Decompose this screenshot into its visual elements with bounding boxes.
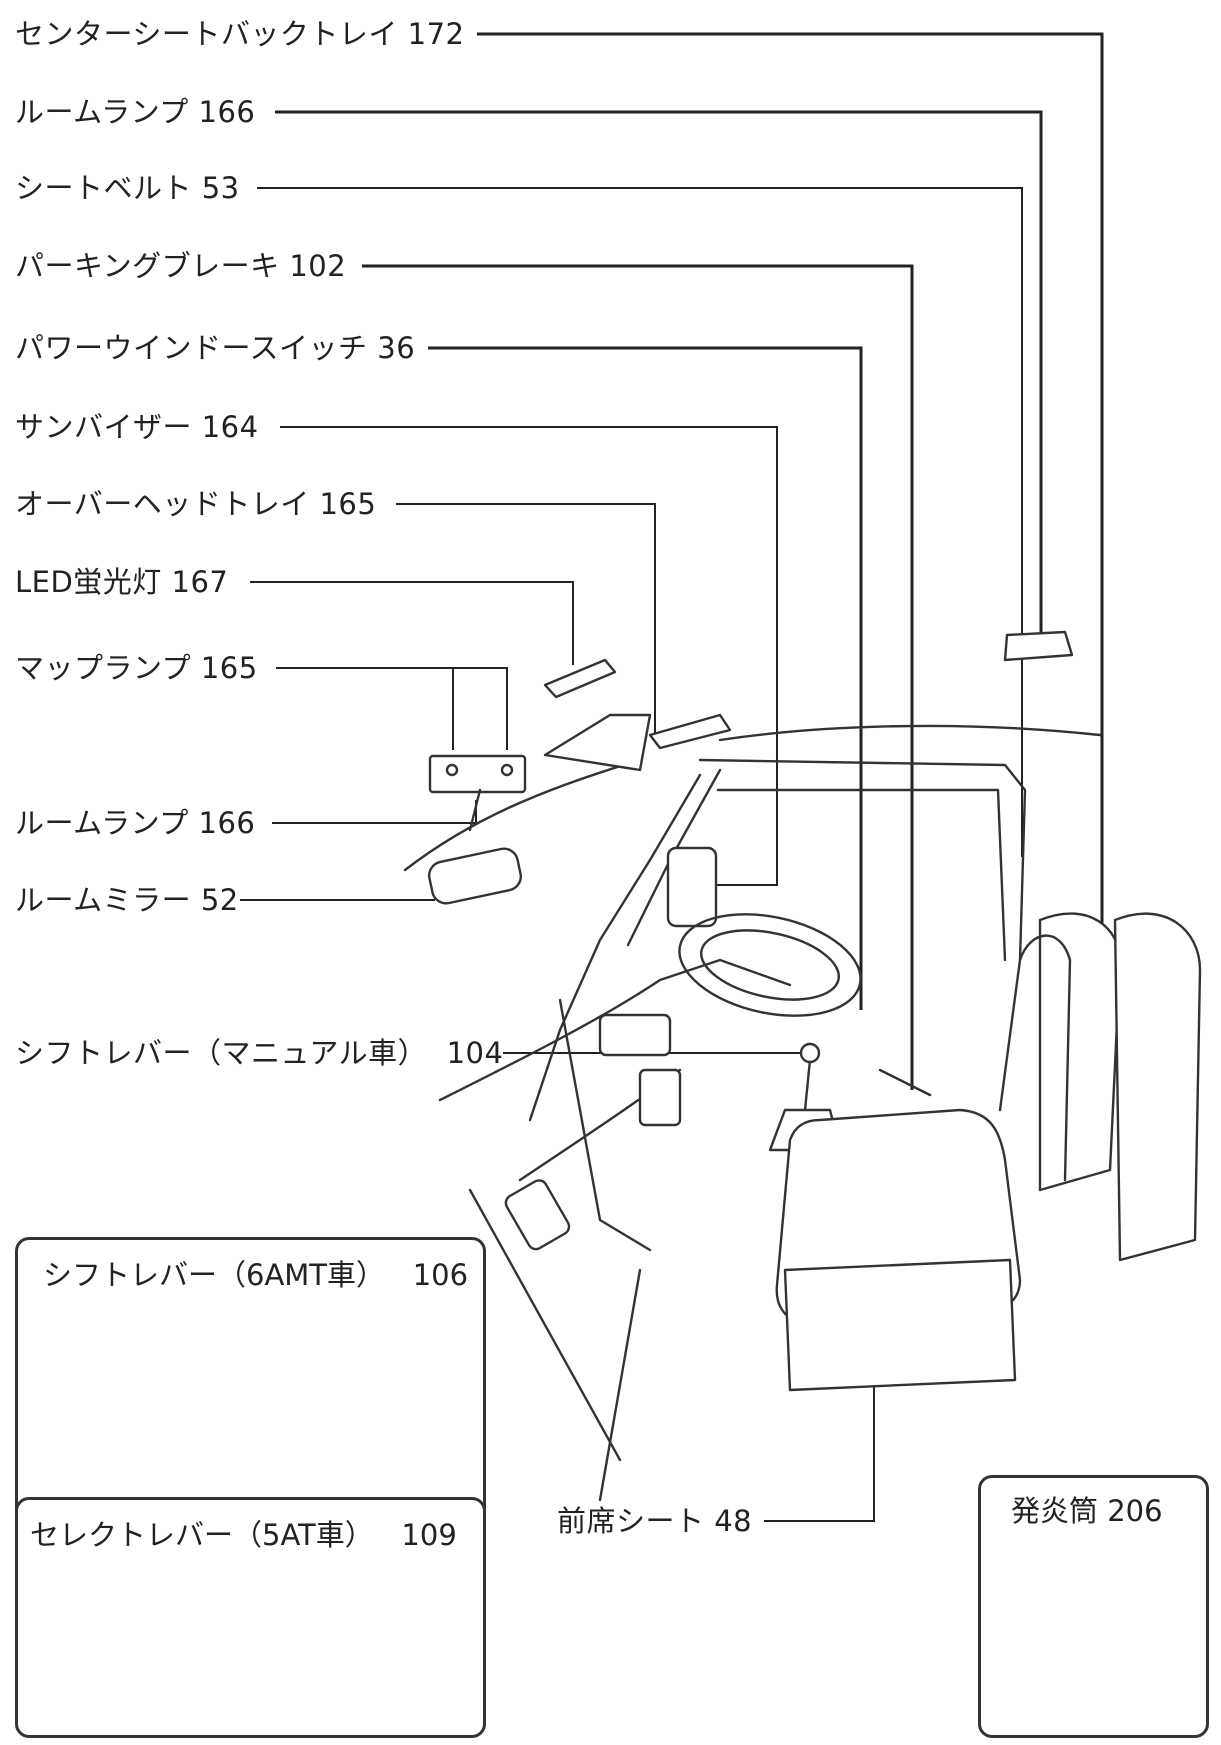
inset-5at-select-lever: セレクトレバー（5AT車） 109 xyxy=(15,1497,486,1738)
label-map-lamp: マップランプ 165 xyxy=(15,651,258,685)
label-room-lamp-front: ルームランプ 166 xyxy=(15,806,256,840)
label-power-window-switch: パワーウインドースイッチ 36 xyxy=(15,331,416,365)
cab-drawing xyxy=(403,630,1202,1502)
label-room-lamp-rear: ルームランプ 166 xyxy=(15,95,256,129)
inset-flare: 発炎筒 206 xyxy=(978,1475,1209,1738)
label-seat-belt: シートベルト 53 xyxy=(15,171,240,205)
label-shift-lever-manual: シフトレバー（マニュアル車） 104 xyxy=(15,1036,504,1070)
inset-flare-caption: 発炎筒 206 xyxy=(1011,1494,1163,1528)
label-led-lamp: LED蛍光灯 167 xyxy=(15,565,229,599)
label-parking-brake: パーキングブレーキ 102 xyxy=(15,249,347,283)
label-front-seat: 前席シート 48 xyxy=(557,1504,753,1538)
label-room-mirror: ルームミラー 52 xyxy=(15,883,239,917)
inset-6amt-caption: シフトレバー（6AMT車） 106 xyxy=(43,1258,469,1292)
label-center-seatback-tray: センターシートバックトレイ 172 xyxy=(15,17,465,51)
label-overhead-tray: オーバーヘッドトレイ 165 xyxy=(15,487,377,521)
inset-5at-caption: セレクトレバー（5AT車） 109 xyxy=(30,1518,457,1552)
label-sun-visor: サンバイザー 164 xyxy=(15,410,259,444)
